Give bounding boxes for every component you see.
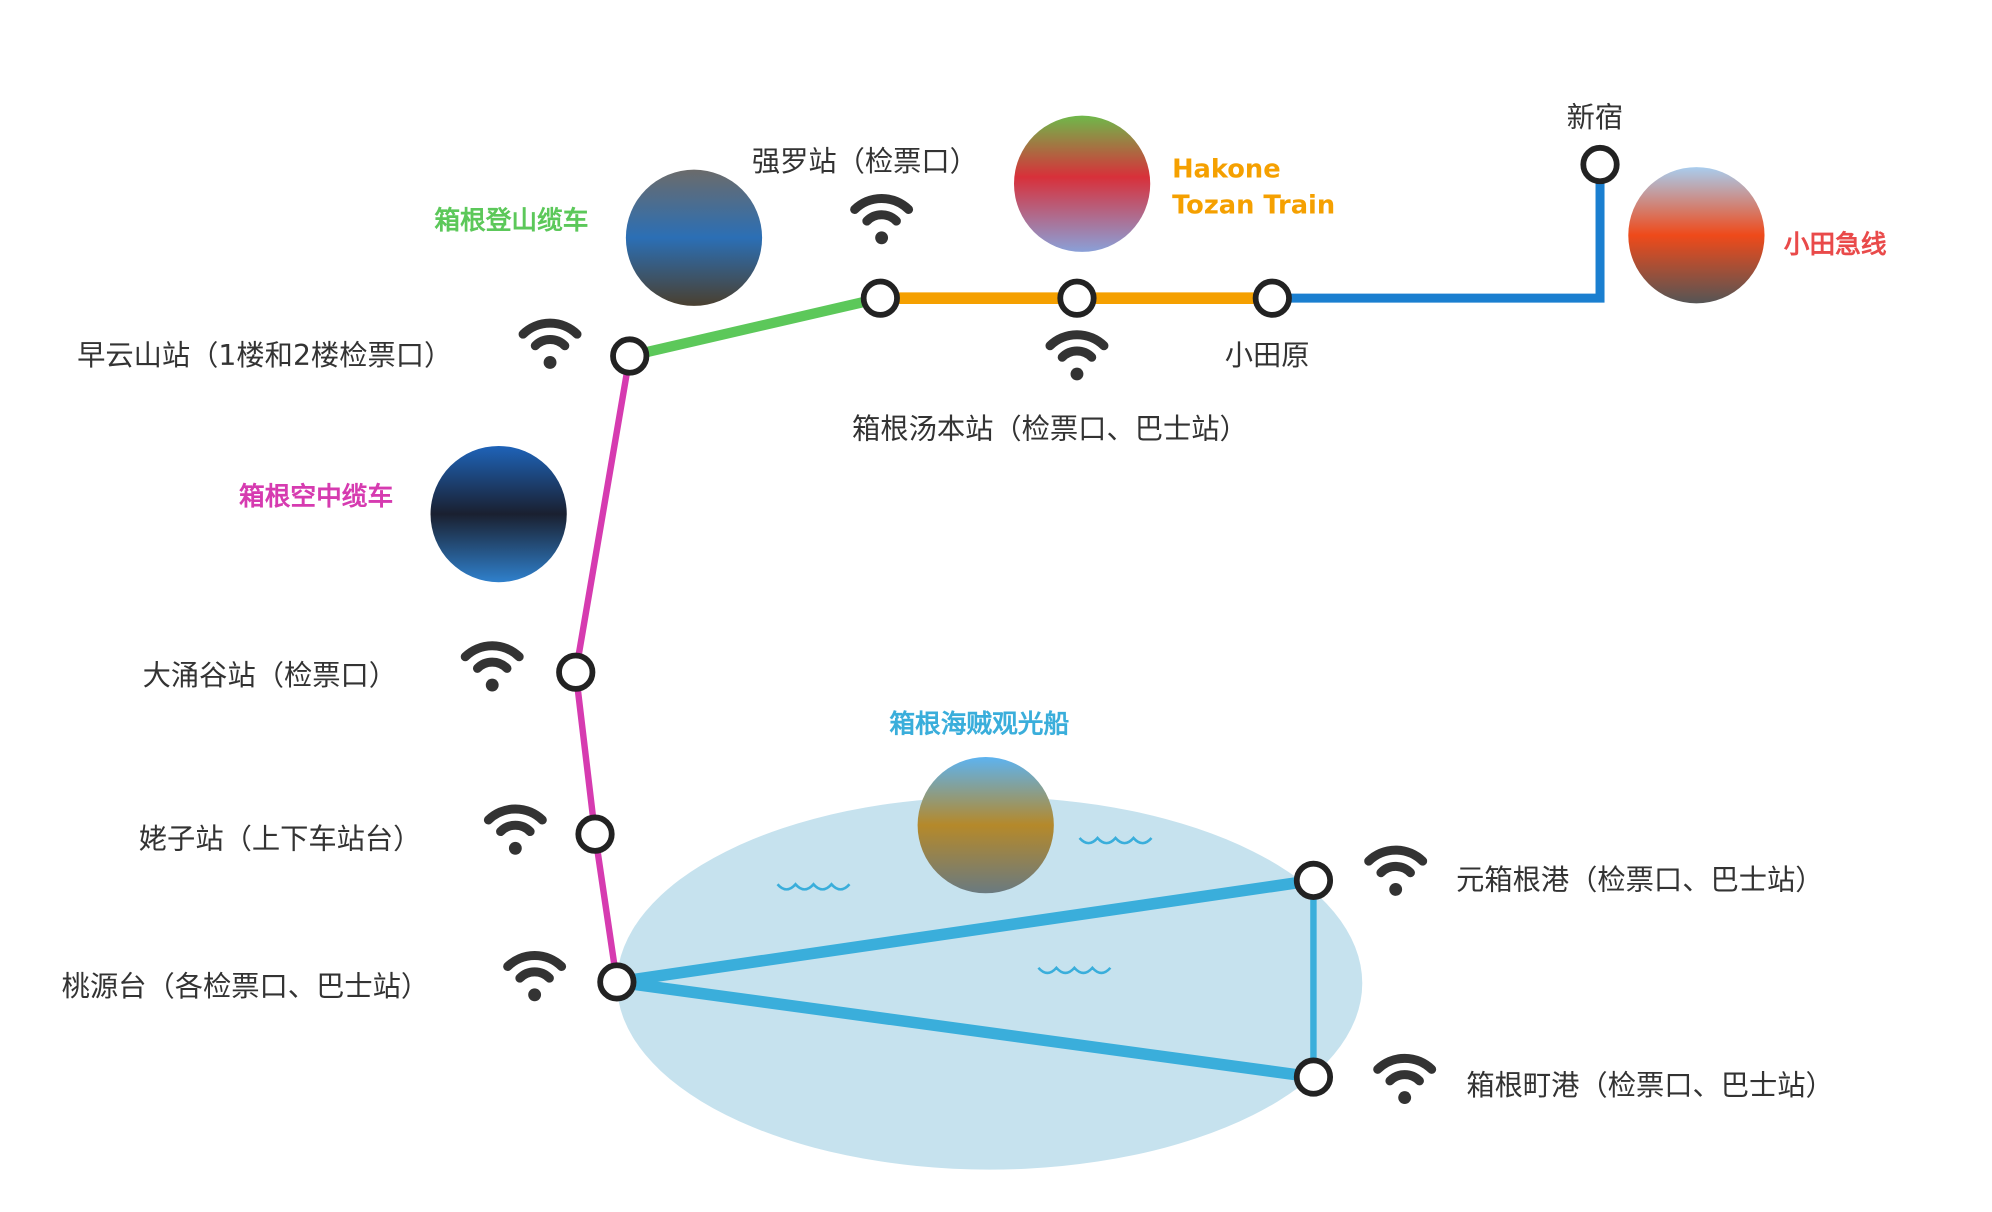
station-label-togendai: 桃源台（各检票口、巴士站） xyxy=(62,970,429,1003)
ropeway-photo xyxy=(430,445,567,583)
station-label-sounzan: 早云山站（1楼和2楼检票口） xyxy=(77,339,452,372)
station-label-owakudani: 大涌谷站（检票口） xyxy=(143,659,397,692)
wifi-icon xyxy=(1369,850,1423,896)
wave-icon xyxy=(1037,965,1112,975)
station-node-hakonemachi[interactable] xyxy=(1293,1057,1334,1097)
wifi-icon xyxy=(855,198,909,244)
cable-car-photo xyxy=(625,169,763,306)
wave-icon xyxy=(776,882,851,891)
wifi-icon xyxy=(523,323,577,369)
station-node-owakudani[interactable] xyxy=(556,652,596,692)
odakyu-label: 小田急线 xyxy=(1784,230,1887,260)
odakyu-line xyxy=(1272,164,1605,303)
station-label-gora: 强罗站（检票口） xyxy=(752,145,978,178)
station-label-odawara: 小田原 xyxy=(1225,339,1310,372)
tozan-train-label-1: Hakone xyxy=(1172,154,1281,184)
ropeway-label: 箱根空中缆车 xyxy=(239,481,393,512)
station-label-shinjuku: 新宿 xyxy=(1567,101,1624,134)
wifi-icon xyxy=(1378,1058,1432,1104)
wifi-icon xyxy=(1050,335,1104,381)
tozan-train-label-2: Tozan Train xyxy=(1172,190,1335,220)
station-node-sounzan[interactable] xyxy=(610,336,650,376)
station-label-motohakone: 元箱根港（检票口、巴士站） xyxy=(1456,863,1823,896)
cable-car-line xyxy=(628,293,882,362)
station-node-motohakone[interactable] xyxy=(1293,860,1334,901)
station-node-odawara[interactable] xyxy=(1252,278,1292,318)
cruise-label: 箱根海贼观光船 xyxy=(889,709,1069,740)
station-node-togendai[interactable] xyxy=(597,962,637,1002)
station-label-yumoto: 箱根汤本站（检票口、巴士站） xyxy=(852,412,1248,445)
wifi-icon xyxy=(508,955,562,1001)
tozan-train-photo xyxy=(1013,115,1151,252)
station-node-ubako[interactable] xyxy=(575,814,615,854)
station-node-shinjuku[interactable] xyxy=(1580,144,1620,185)
ropeway-line xyxy=(572,355,633,983)
wifi-icon xyxy=(465,646,519,692)
pirate-ship-photo xyxy=(917,757,1054,894)
station-label-ubako: 姥子站（上下车站台） xyxy=(139,822,422,855)
station-label-hakonemachi: 箱根町港（检票口、巴士站） xyxy=(1466,1069,1833,1102)
cable-car-label: 箱根登山缆车 xyxy=(434,205,588,236)
wave-icon xyxy=(1078,836,1153,845)
station-node-gora[interactable] xyxy=(860,278,900,318)
odakyu-photo xyxy=(1628,167,1765,304)
station-node-yumoto[interactable] xyxy=(1057,278,1097,318)
wifi-icon xyxy=(488,809,542,855)
